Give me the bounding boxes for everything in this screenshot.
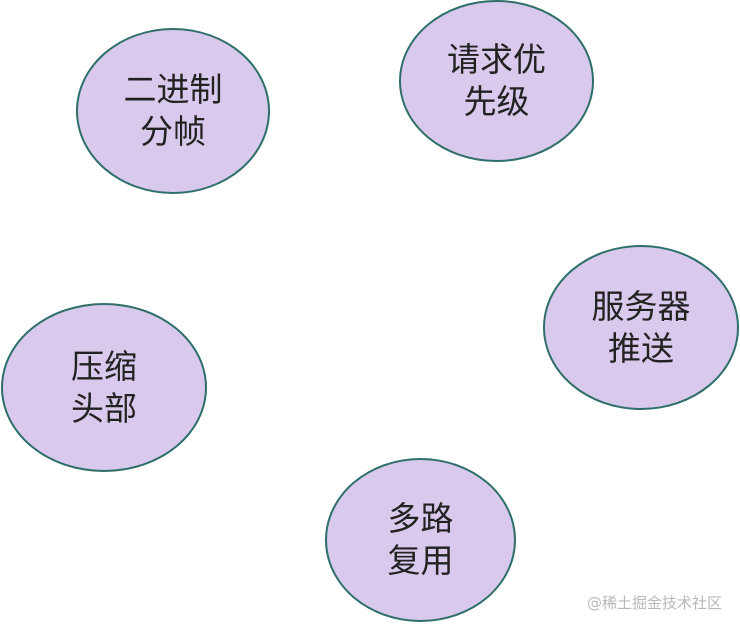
node-server-push: 服务器 推送 bbox=[543, 245, 739, 410]
node-header-compression: 压缩 头部 bbox=[1, 303, 207, 472]
node-label-line: 二进制 bbox=[123, 70, 223, 109]
node-label-line: 分帧 bbox=[140, 112, 206, 151]
node-label-line: 请求优 bbox=[447, 40, 546, 79]
node-label-line: 复用 bbox=[387, 541, 454, 580]
node-label-line: 头部 bbox=[71, 388, 137, 428]
watermark: @稀土掘金技术社区 bbox=[586, 594, 722, 612]
node-multiplexing: 多路 复用 bbox=[325, 458, 516, 622]
node-label-line: 压缩 bbox=[71, 346, 137, 386]
node-request-priority: 请求优 先级 bbox=[399, 0, 594, 162]
node-binary-framing: 二进制 分帧 bbox=[76, 28, 270, 194]
node-label-line: 服务器 bbox=[591, 286, 691, 326]
node-label-line: 推送 bbox=[608, 328, 674, 368]
node-label-line: 先级 bbox=[463, 82, 530, 121]
node-label-line: 多路 bbox=[387, 499, 454, 538]
